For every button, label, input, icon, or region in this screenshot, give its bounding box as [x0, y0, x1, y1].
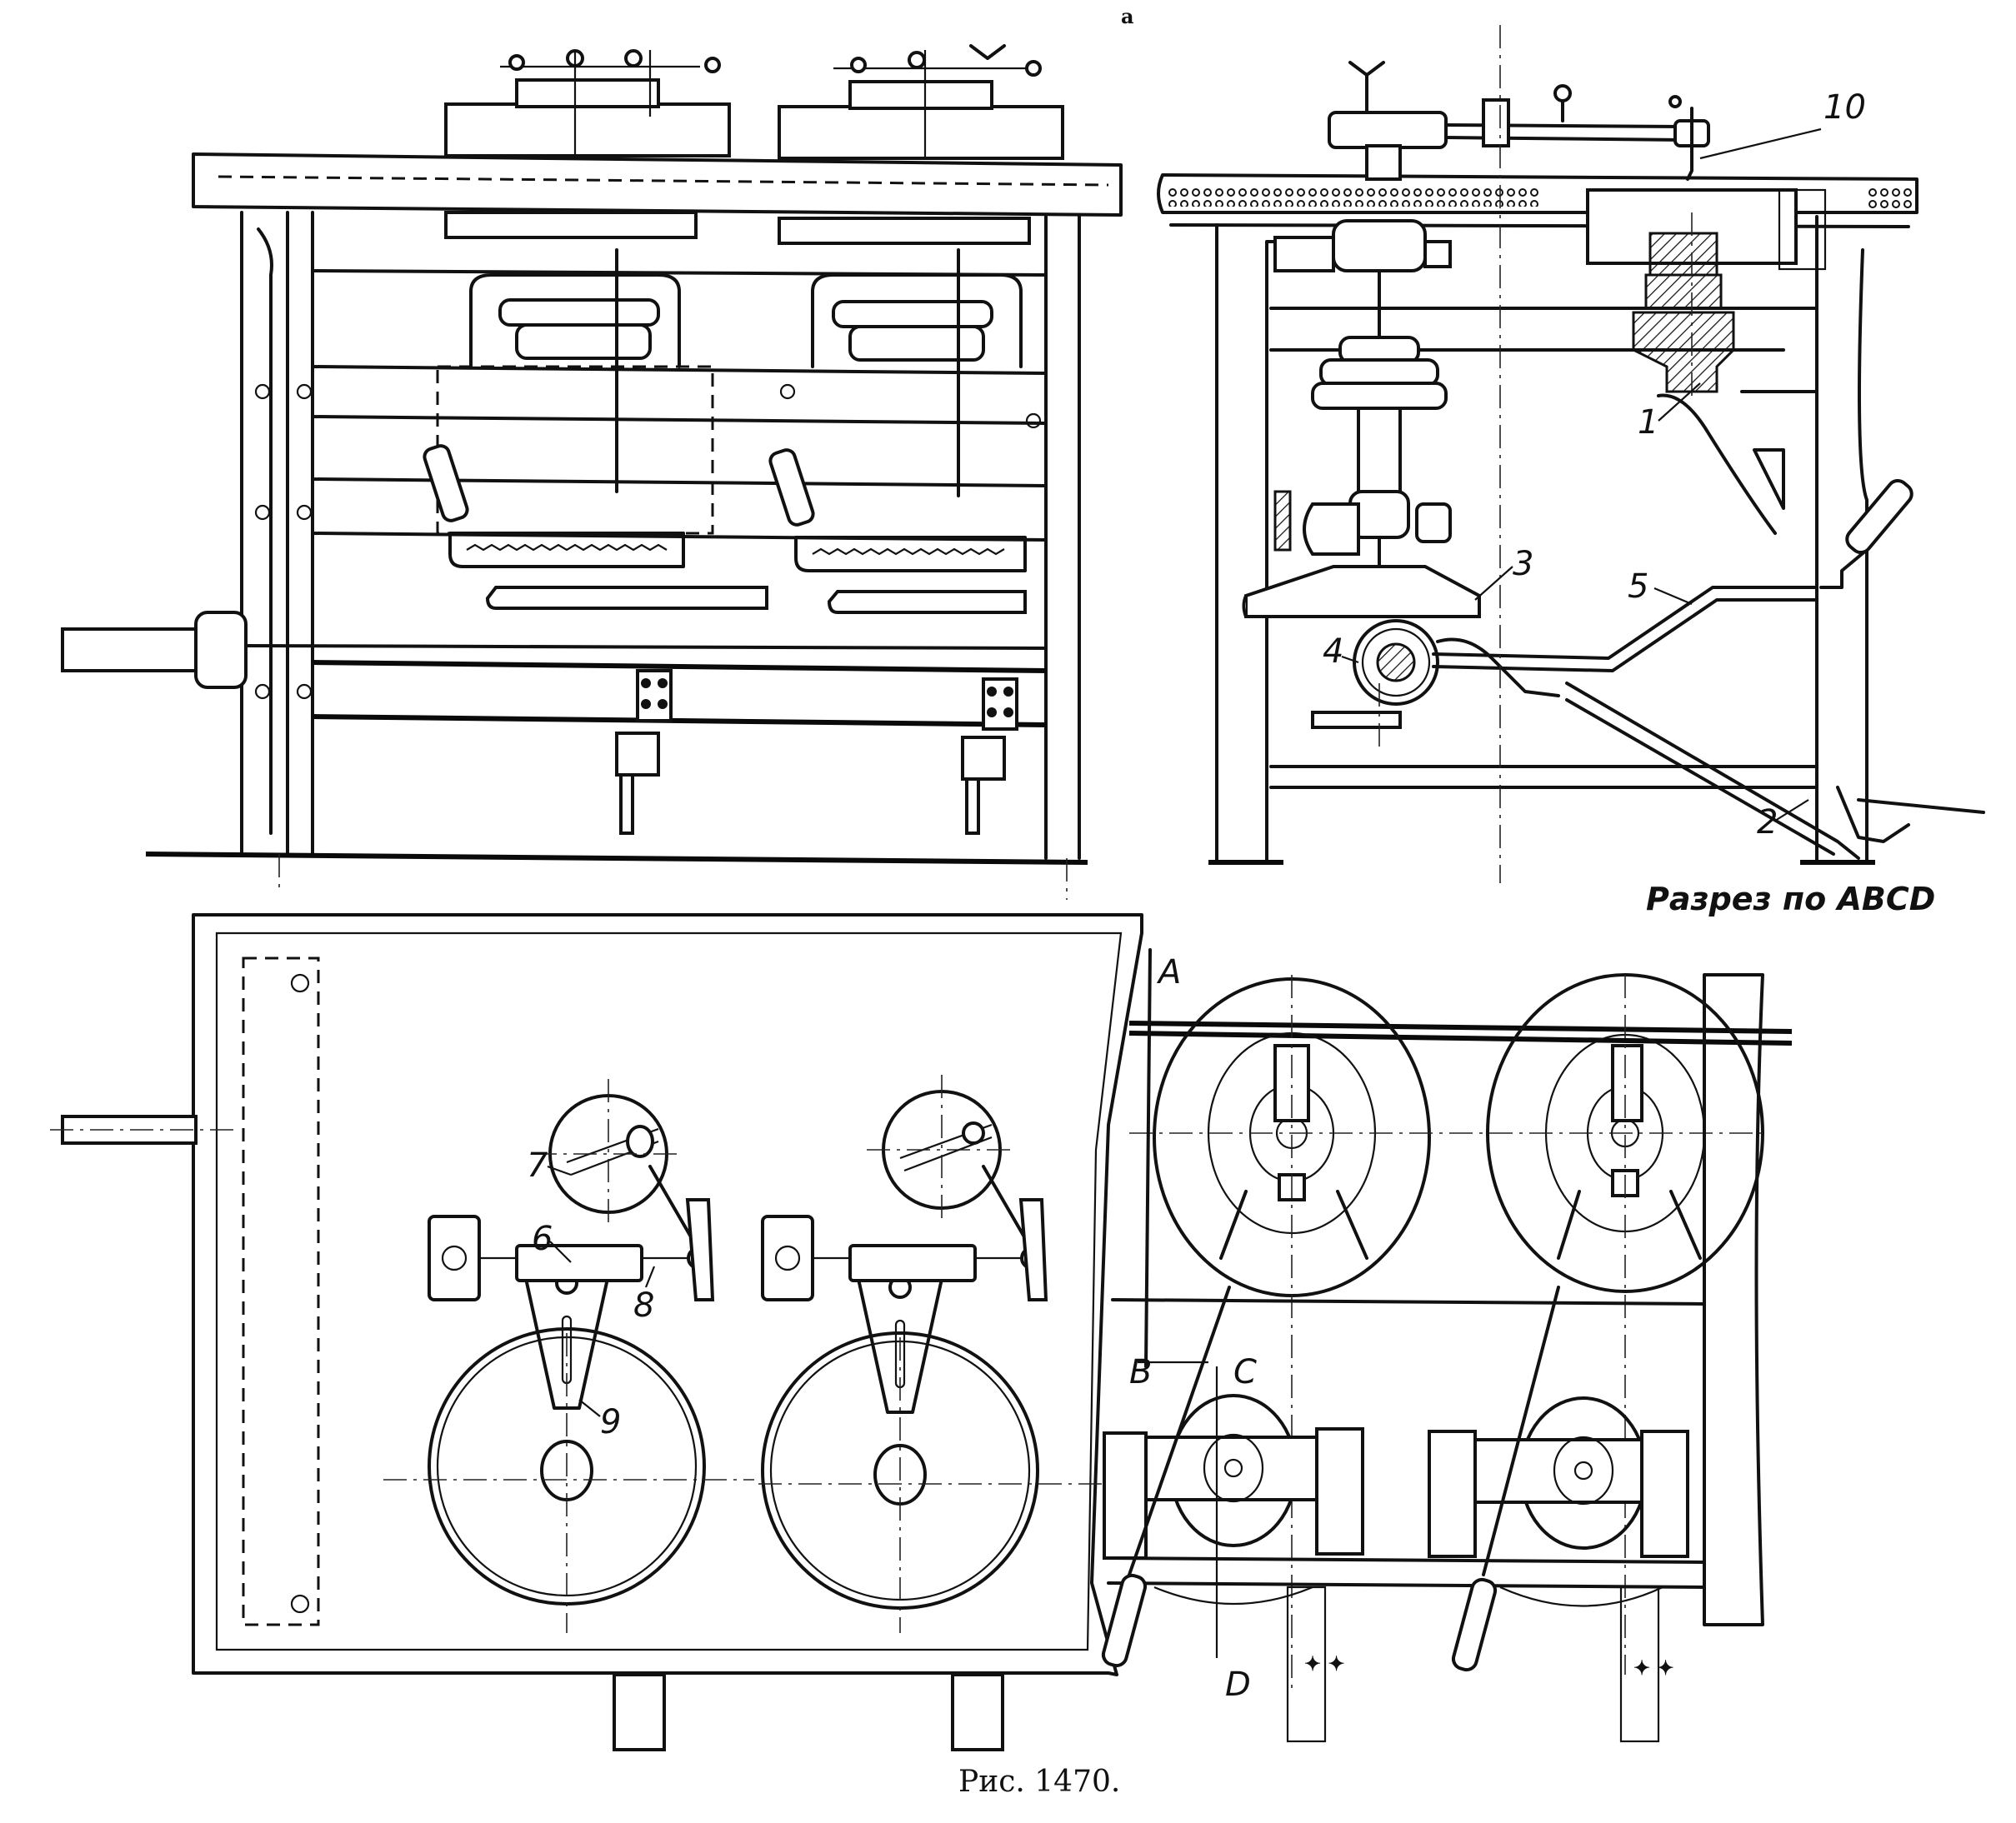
- label-part-3: 3: [1513, 545, 1533, 583]
- table-top: [192, 152, 1123, 217]
- work-head-left: [444, 49, 731, 157]
- section-letter-b: B: [1129, 1353, 1152, 1391]
- plan-view: 7 6 8 9: [50, 913, 1793, 1751]
- plan-station-left: [383, 1079, 754, 1633]
- dashed-bracket-outline: [242, 956, 320, 1626]
- plan-station-right: [758, 1075, 1108, 1633]
- front-elevation-view: [61, 44, 1123, 900]
- plan-drive-mechanism: ✦ ✦ ✦ ✦: [1101, 973, 1793, 1743]
- svg-text:✦ ✦: ✦ ✦: [1304, 1651, 1345, 1676]
- part-1-bearing: [1632, 232, 1818, 535]
- section-letter-c: C: [1233, 1353, 1257, 1391]
- label-part-9: 9: [600, 1403, 621, 1441]
- rack-table-left: [423, 444, 685, 568]
- section-letter-a: A: [1156, 953, 1181, 991]
- rack-table-right: [768, 448, 1027, 572]
- frame-left: [469, 273, 681, 368]
- svg-text:✦ ✦: ✦ ✦: [1633, 1656, 1674, 1680]
- part-2-lever: [1565, 682, 1860, 860]
- table-top-edge-pattern: [218, 175, 1109, 187]
- main-shaft: [61, 611, 1048, 689]
- label-part-8: 8: [633, 1286, 654, 1325]
- work-head-right: [778, 44, 1064, 160]
- label-part-4: 4: [1323, 632, 1343, 671]
- figure-caption: Рис. 1470.: [958, 1765, 1120, 1799]
- label-part-7: 7: [527, 1146, 548, 1185]
- part-3-table: [1244, 565, 1481, 618]
- upper-arm: [1328, 61, 1710, 181]
- stray-mark: а: [1121, 4, 1134, 28]
- label-part-6: 6: [532, 1220, 553, 1258]
- plan-table-outline: [192, 913, 1143, 1676]
- ground-line: [145, 852, 1088, 865]
- label-part-10: 10: [1823, 88, 1866, 127]
- right-leg: [1044, 215, 1081, 860]
- label-part-2: 2: [1757, 803, 1778, 842]
- left-leg: [240, 211, 289, 856]
- part-4-bearing: [1311, 586, 1818, 729]
- section-title: Разрез по ABCD: [1646, 881, 1935, 917]
- section-handle: [1819, 478, 1913, 589]
- side-section-view: [1157, 25, 1985, 883]
- section-letter-d: D: [1225, 1666, 1251, 1704]
- label-part-5: 5: [1628, 567, 1648, 606]
- label-part-1: 1: [1638, 403, 1658, 442]
